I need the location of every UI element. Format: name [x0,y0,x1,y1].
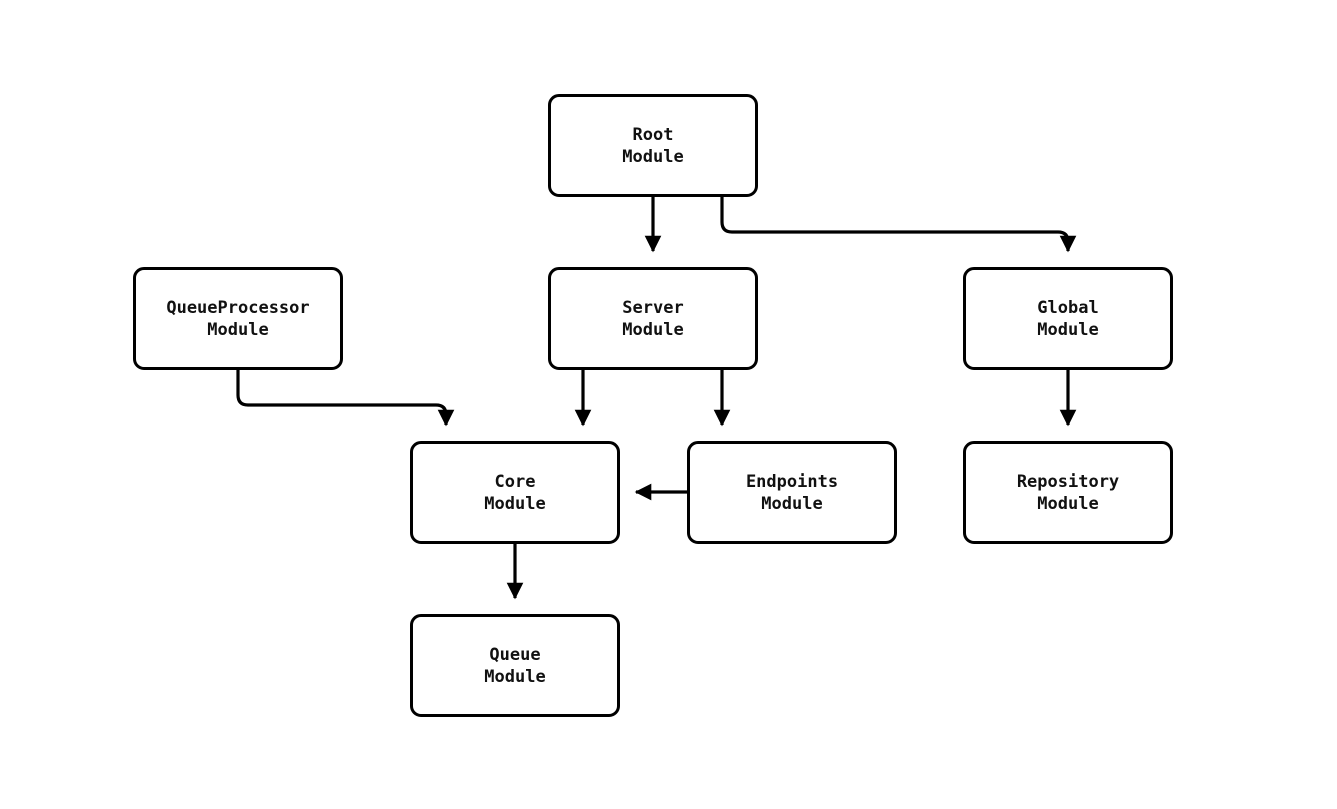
node-label-suffix: Module [761,493,823,514]
node-label-suffix: Module [622,319,684,340]
node-label-suffix: Module [1037,493,1099,514]
node-label-name: Root [632,124,674,145]
node-label-name: QueueProcessor [166,297,310,318]
node-label-name: Core [494,471,536,492]
node-label-suffix: Module [484,493,546,514]
node-label-suffix: Module [207,319,269,340]
node-label-suffix: Module [622,146,684,167]
edge-root-to-global [720,197,1077,253]
node-label-name: Global [1037,297,1099,318]
node-label-name: Endpoints [745,471,839,492]
edge-queueprocessor-to-core [236,370,455,427]
node-label-name: Server [622,297,684,318]
node-label-name: Repository [1016,471,1120,492]
node-label-suffix: Module [1037,319,1099,340]
node-label-name: Queue [489,644,541,665]
node-label-suffix: Module [484,666,546,687]
